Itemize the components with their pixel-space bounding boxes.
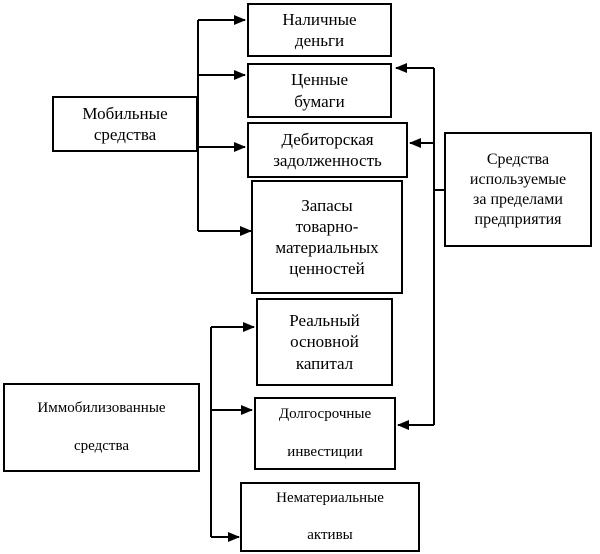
intangible-assets-box: Нематериальные активы: [240, 482, 420, 552]
cash-box: Наличные деньги: [247, 3, 392, 57]
cash-label: Наличные деньги: [282, 9, 357, 50]
external-funds-box: Средства используемые за пределами предп…: [444, 132, 592, 247]
immobilized-assets-box: Иммобилизованные средства: [3, 383, 200, 472]
securities-label: Ценные бумаги: [291, 70, 348, 111]
receivables-label: Дебиторская задолженность: [273, 129, 382, 170]
inventory-box: Запасы товарно- материальных ценностей: [251, 180, 403, 294]
external-funds-label: Средства используемые за пределами предп…: [469, 150, 567, 228]
long-term-investments-box: Долгосрочные инвестиции: [254, 397, 396, 470]
mobile-assets-box: Мобильные средства: [52, 96, 198, 152]
receivables-box: Дебиторская задолженность: [247, 122, 408, 178]
long-term-investments-label: Долгосрочные инвестиции: [278, 406, 372, 460]
inventory-label: Запасы товарно- материальных ценностей: [275, 195, 379, 279]
mobile-assets-label: Мобильные средства: [82, 103, 168, 144]
securities-box: Ценные бумаги: [247, 63, 392, 118]
immobilized-assets-label: Иммобилизованные средства: [37, 400, 166, 454]
intangible-assets-label: Нематериальные активы: [276, 489, 384, 544]
real-capital-label: Реальный основной капитал: [289, 311, 360, 373]
real-capital-box: Реальный основной капитал: [256, 298, 393, 386]
